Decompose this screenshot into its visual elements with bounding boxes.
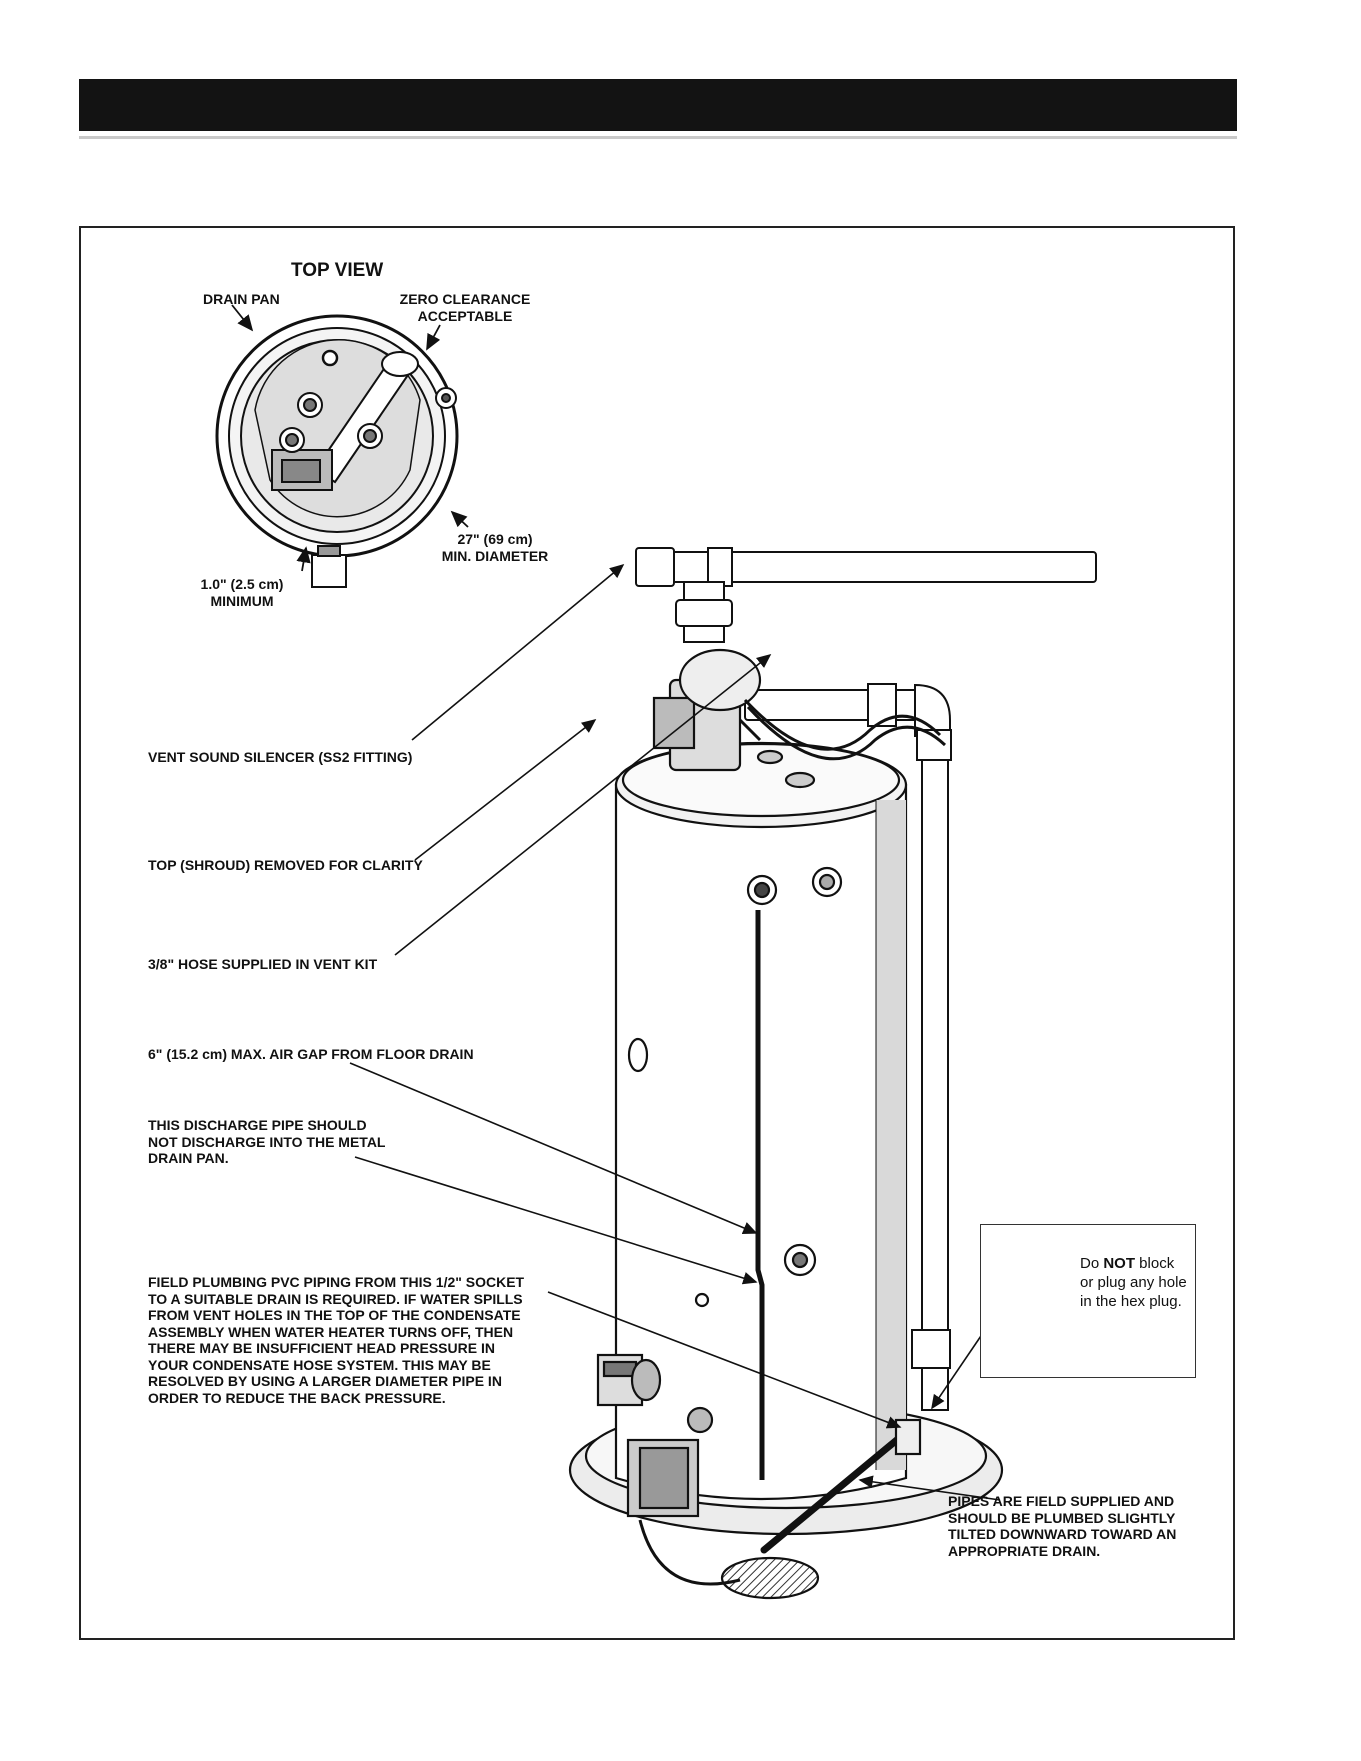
condensate-hoses xyxy=(738,698,947,761)
top-removed-label: TOP (SHROUD) REMOVED FOR CLARITY xyxy=(148,857,423,873)
pipes-note-label: PIPES ARE FIELD SUPPLIED AND SHOULD BE P… xyxy=(948,1493,1177,1559)
hex-plug-note: Do NOT block or plug any hole in the hex… xyxy=(1080,1254,1187,1311)
note-line-3: in the hex plug. xyxy=(1080,1293,1182,1310)
diameter-label: 27" (69 cm) MIN. DIAMETER xyxy=(441,531,549,564)
vent-pipe xyxy=(635,547,1097,1411)
field-plumbing-label: FIELD PLUMBING PVC PIPING FROM THIS 1/2"… xyxy=(148,1274,525,1406)
heater-tank xyxy=(568,648,1004,1600)
note-line-2: or plug any hole xyxy=(1080,1274,1187,1291)
zero-clearance-label: ZERO CLEARANCE ACCEPTABLE xyxy=(399,291,531,324)
discharge-pipe-label: THIS DISCHARGE PIPE SHOULD NOT DISCHARGE… xyxy=(148,1117,386,1166)
vent-silencer-label: VENT SOUND SILENCER (SS2 FITTING) xyxy=(148,749,413,765)
minimum-clearance-label: 1.0" (2.5 cm) MINIMUM xyxy=(200,576,284,609)
note-prefix: Do xyxy=(1080,1255,1104,1272)
leader-lines xyxy=(349,563,1001,1501)
note-emphasis: NOT xyxy=(1103,1255,1136,1272)
header-rule xyxy=(79,136,1237,139)
top-view-title: TOP VIEW xyxy=(291,260,384,281)
section-header-bar xyxy=(79,79,1237,131)
air-gap-label: 6" (15.2 cm) MAX. AIR GAP FROM FLOOR DRA… xyxy=(148,1046,474,1062)
top-view-leader-lines xyxy=(231,304,469,572)
hex-plug-callout xyxy=(980,1224,1196,1378)
note-suffix: block xyxy=(1135,1255,1175,1272)
drain-pan-label: DRAIN PAN xyxy=(203,291,280,307)
figure-frame xyxy=(79,226,1235,1640)
top-view-drawing xyxy=(215,314,459,588)
hose-label: 3/8" HOSE SUPPLIED IN VENT KIT xyxy=(148,956,378,972)
